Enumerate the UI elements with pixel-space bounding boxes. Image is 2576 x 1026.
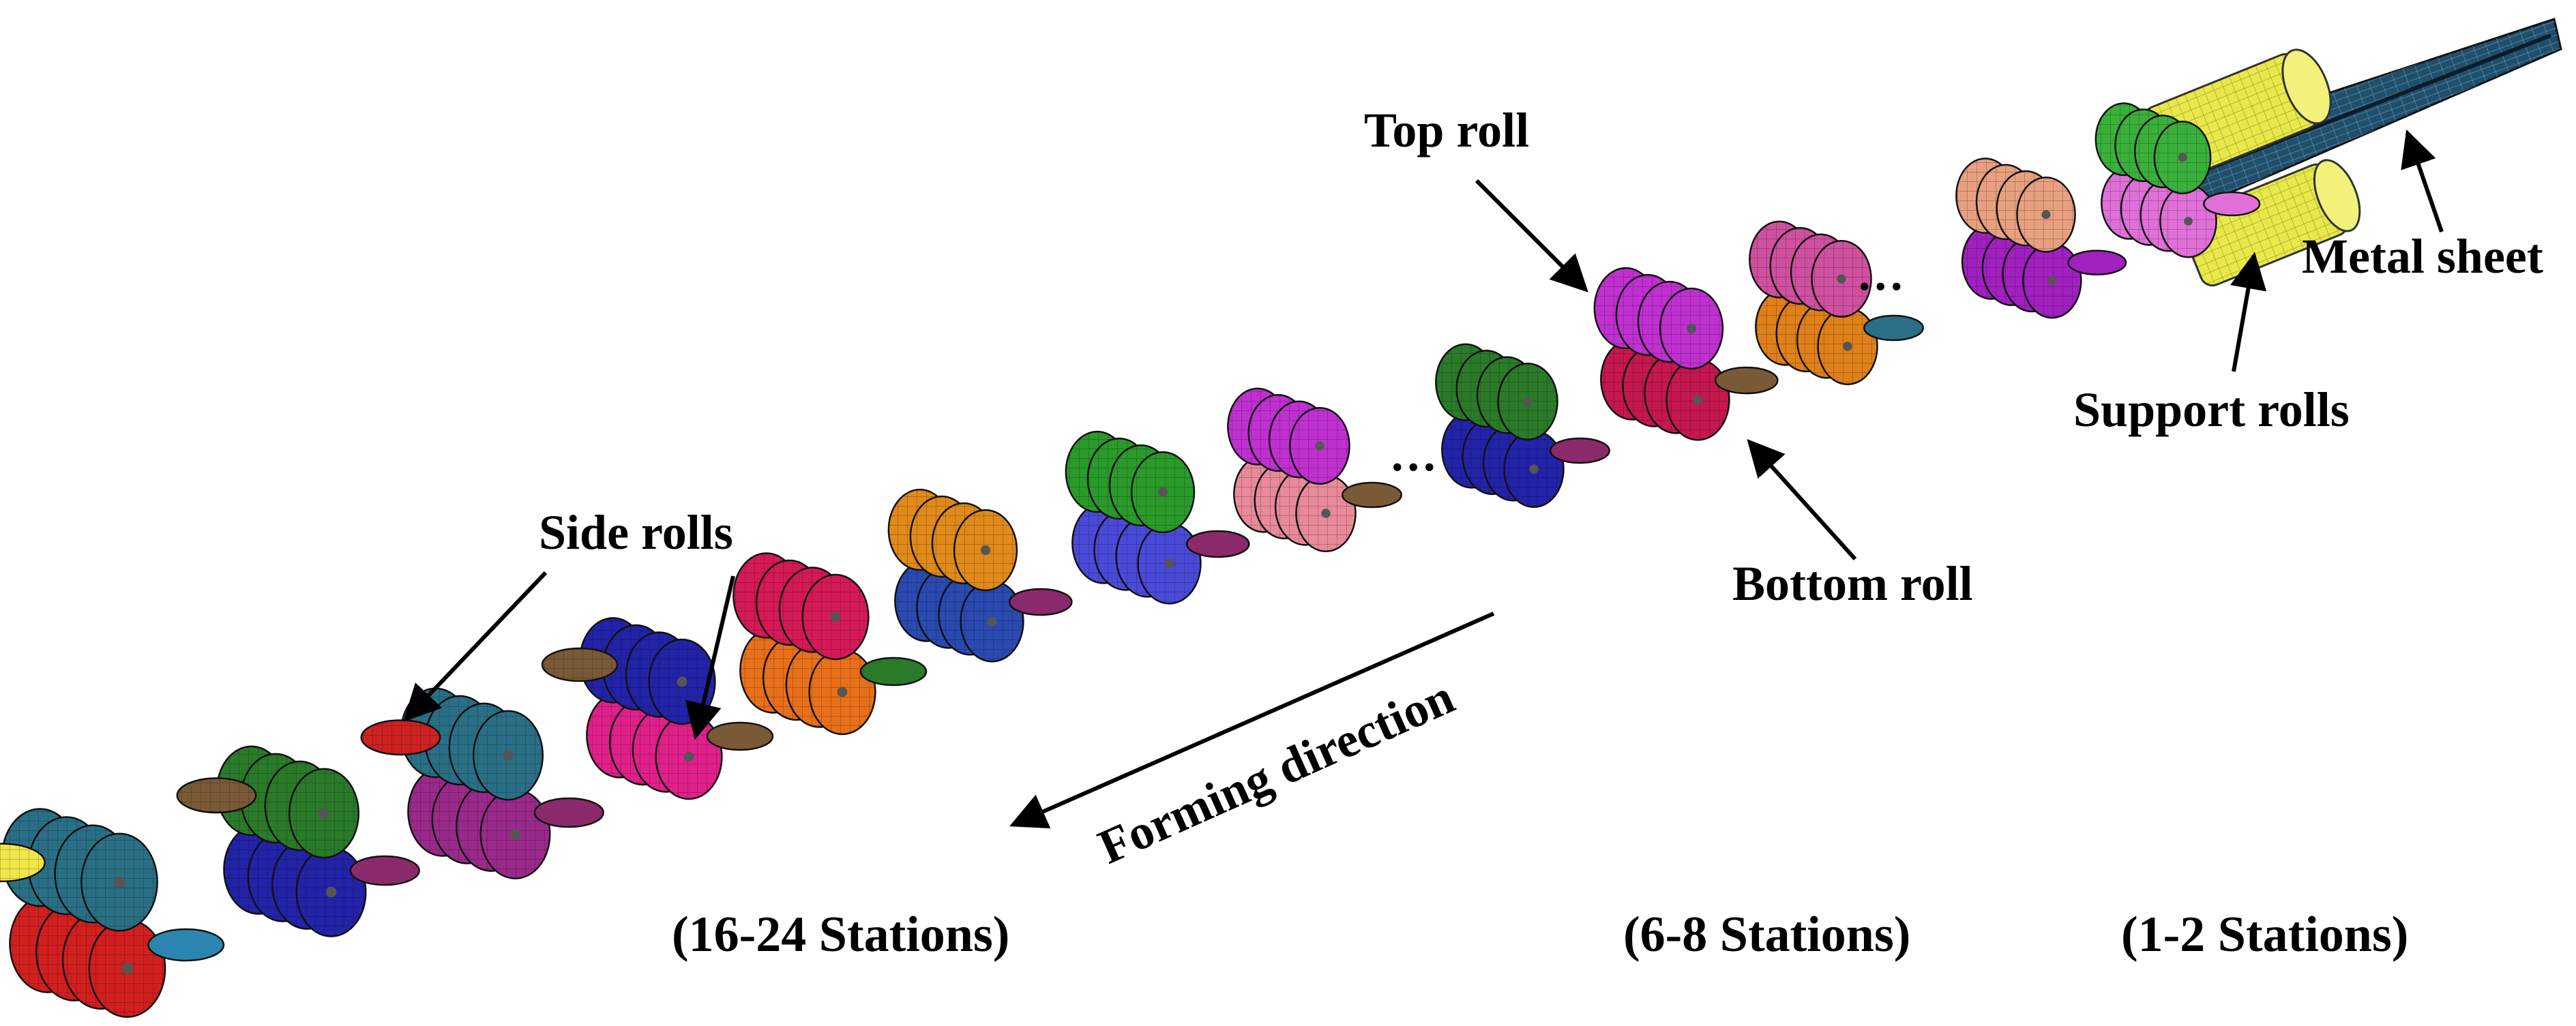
side-roll (1342, 481, 1402, 509)
side-roll (1008, 588, 1073, 616)
side-roll (859, 657, 928, 686)
top-roll (2094, 102, 2212, 194)
top-roll (1749, 220, 1872, 318)
roll-station-8 (1227, 387, 1402, 553)
top-roll (1593, 267, 1724, 370)
arrow-bottom-roll (1747, 438, 1857, 561)
roll-station-10 (1593, 267, 1779, 441)
top-roll (579, 617, 716, 725)
roll-station-4 (541, 617, 774, 800)
roll-station-6 (887, 488, 1073, 663)
roll-stations (0, 102, 2261, 1019)
side-roll (1714, 366, 1779, 395)
top-roll (1435, 343, 1558, 441)
side-roll (1185, 530, 1250, 558)
caption-stations-1-2: (1-2 Stations) (2121, 907, 2408, 963)
arrow-metal-sheet (2401, 129, 2444, 232)
bottom-roll (1755, 288, 1878, 386)
bottom-roll (1071, 502, 1202, 605)
side-roll (2067, 250, 2127, 276)
bottom-roll (1961, 224, 2082, 319)
roll-station-2 (176, 745, 420, 937)
bottom-roll (739, 627, 876, 736)
side-roll (1550, 437, 1610, 464)
roll-station-5 (732, 552, 928, 736)
roll-station-7 (1065, 430, 1250, 605)
top-roll (1955, 157, 2076, 253)
label-bottom-roll: Bottom roll (1732, 556, 1973, 611)
top-roll (887, 488, 1018, 592)
top-roll (732, 552, 870, 661)
side-roll (147, 928, 225, 962)
arrow-side-rolls-right (685, 575, 735, 740)
side-roll (1863, 314, 1924, 342)
side-roll (2203, 191, 2261, 217)
roll-station-11 (1749, 220, 1924, 386)
side-roll (533, 797, 604, 828)
roll-station-1 (0, 808, 225, 1019)
side-roll (349, 855, 420, 886)
label-side-rolls: Side rolls (539, 505, 733, 560)
side-roll (706, 721, 774, 751)
label-support-rolls: Support rolls (2073, 382, 2350, 437)
caption-stations-16-24: (16-24 Stations) (672, 907, 1009, 963)
bottom-roll (9, 894, 166, 1019)
arrow-side-rolls-left (403, 571, 548, 722)
ellipsis-right: ... (1859, 248, 1907, 301)
arrow-support-rolls (2230, 252, 2267, 372)
roll-station-12 (1955, 157, 2127, 319)
top-roll (1227, 387, 1350, 485)
bottom-roll (1600, 338, 1730, 441)
arrow-top-roll (1475, 179, 1588, 292)
roll-station-13 (2094, 102, 2261, 258)
arrow-forming-direction (1009, 612, 1495, 829)
caption-stations-6-8: (6-8 Stations) (1623, 907, 1910, 963)
label-top-roll: Top roll (1364, 103, 1529, 157)
roll-station-3 (360, 687, 604, 879)
top-roll (1065, 430, 1196, 534)
bottom-roll (894, 560, 1024, 663)
top-roll (1, 808, 158, 932)
label-forming-direction: Forming direction (1091, 669, 1462, 875)
label-metal-sheet: Metal sheet (2302, 229, 2543, 284)
roll-station-9 (1435, 343, 1610, 509)
bottom-roll (407, 766, 551, 879)
top-roll (216, 745, 360, 859)
ellipsis-left: ... (1391, 429, 1440, 481)
bottom-roll (223, 824, 367, 937)
annotation-arrows (403, 129, 2444, 829)
